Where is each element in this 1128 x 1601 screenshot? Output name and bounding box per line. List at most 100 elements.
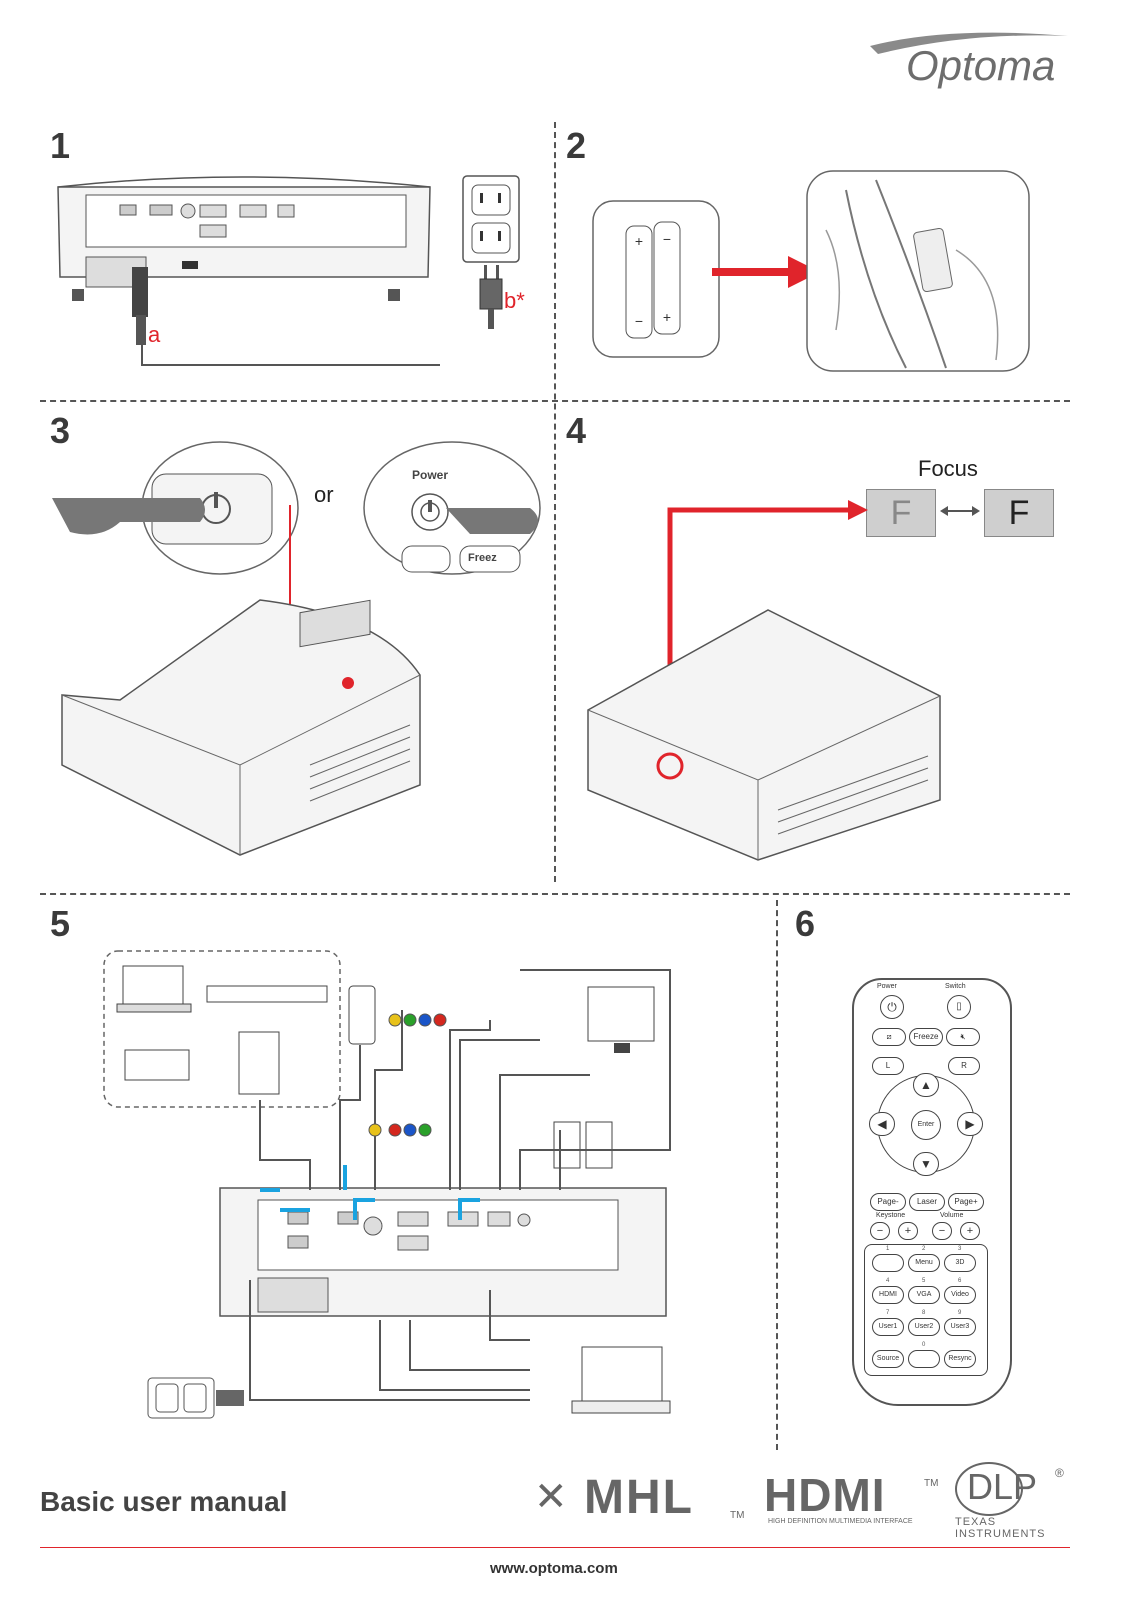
mute-icon: 🔇︎: [960, 1032, 966, 1041]
hdmi-logo: HDMI TM HIGH DEFINITION MULTIMEDIA INTER…: [764, 1469, 944, 1534]
remote-key-number: 8: [922, 1310, 926, 1316]
remote-freeze-button[interactable]: Freeze: [909, 1028, 943, 1046]
dlp-logo-text: DLP: [967, 1466, 1038, 1507]
divider-horizontal-2: [40, 893, 1070, 895]
dlp-logo: DLP ® TEXAS INSTRUMENTS: [955, 1462, 1075, 1540]
power-icon: ⏻: [887, 1000, 897, 1014]
divider-horizontal-1: [40, 400, 1070, 402]
remote-key-number: 9: [958, 1310, 962, 1316]
blank-screen-icon: ⧄: [886, 1032, 892, 1041]
divider-vertical-bottom: [776, 900, 778, 1450]
svg-text:+: +: [663, 309, 671, 325]
remote-keystone-minus[interactable]: −: [870, 1222, 890, 1240]
remote-key-user1[interactable]: User1: [872, 1318, 904, 1336]
laptop-device-icon: [571, 1346, 671, 1414]
remote-key-menu[interactable]: Menu: [908, 1254, 940, 1272]
remote-key-number: 4: [886, 1278, 890, 1284]
remote-key-resync[interactable]: Resync: [944, 1350, 976, 1368]
remote-mute-button[interactable]: 🔇︎: [946, 1028, 980, 1046]
projector-io-panel: [219, 1187, 667, 1317]
cable-label-a: a: [148, 322, 161, 347]
remote-power-button[interactable]: ⏻: [880, 995, 904, 1019]
source-devices-group: [103, 950, 341, 1108]
connection-cables: [249, 969, 671, 1401]
ti-text: TEXAS INSTRUMENTS: [955, 1516, 1046, 1540]
remote-left-button[interactable]: ◀: [869, 1112, 895, 1136]
arrow-right-icon: [712, 256, 820, 288]
mhl-logo-text: MHL: [584, 1471, 694, 1524]
remote-r-button[interactable]: R: [948, 1057, 980, 1075]
remote-l-button[interactable]: L: [872, 1057, 904, 1075]
remote-key-number: 2: [922, 1246, 926, 1252]
remote-page-minus-button[interactable]: Page-: [870, 1193, 906, 1211]
remote-key-0[interactable]: [908, 1350, 940, 1368]
focus-label: Focus: [918, 456, 978, 481]
power-outlet-step5-icon: [147, 1377, 244, 1419]
footer-divider: [40, 1547, 1070, 1548]
footer-url[interactable]: www.optoma.com: [490, 1560, 618, 1577]
manual-title: Basic user manual: [40, 1486, 288, 1517]
freeze-label: Freez: [468, 552, 497, 564]
remote-keystone-label: Keystone: [876, 1212, 906, 1219]
wall-outlet-illustration: [462, 175, 520, 263]
step-number-5: 5: [50, 903, 71, 944]
step-number-3: 3: [50, 410, 71, 451]
step-number-6: 6: [795, 903, 816, 944]
remote-key-number: 0: [922, 1342, 926, 1348]
remote-key-hdmi[interactable]: HDMI: [872, 1286, 904, 1304]
batteries-illustration: + − − +: [592, 200, 720, 358]
hdmi-subtitle: HIGH DEFINITION MULTIMEDIA INTERFACE: [768, 1518, 913, 1525]
remote-enter-button[interactable]: Enter: [911, 1110, 941, 1140]
remote-key-vga[interactable]: VGA: [908, 1286, 940, 1304]
remote-blank-button[interactable]: ⧄: [872, 1028, 906, 1046]
remote-key-user3[interactable]: User3: [944, 1318, 976, 1336]
remote-power-label: Power: [877, 983, 897, 990]
projector-rear-illustration: [57, 176, 440, 366]
remote-volume-minus[interactable]: −: [932, 1222, 952, 1240]
or-label: or: [314, 482, 334, 507]
remote-volume-plus[interactable]: +: [960, 1222, 980, 1240]
divider-vertical-top: [554, 122, 556, 882]
remote-key-1[interactable]: [872, 1254, 904, 1272]
svg-text:−: −: [635, 313, 643, 329]
remote-key-user2[interactable]: User2: [908, 1318, 940, 1336]
remote-switch-button[interactable]: ▯: [947, 995, 971, 1019]
remote-keypad-panel: [864, 1244, 988, 1376]
step-number-4: 4: [566, 410, 587, 451]
remote-up-button[interactable]: ▲: [913, 1073, 939, 1097]
hdmi-tm: TM: [924, 1478, 939, 1489]
remote-page-plus-button[interactable]: Page+: [948, 1193, 984, 1211]
phone-device-icon: [348, 985, 376, 1045]
projector-underside-illustration: [587, 500, 941, 861]
remote-key-3d[interactable]: 3D: [944, 1254, 976, 1272]
brand-swoosh-icon: [870, 32, 1068, 54]
focus-sharp-box: F: [984, 489, 1054, 537]
remote-key-video[interactable]: Video: [944, 1286, 976, 1304]
remote-key-source[interactable]: Source: [872, 1350, 904, 1368]
mhl-tm: TM: [730, 1510, 745, 1521]
mouse-icon: ▯: [956, 1001, 962, 1012]
remote-switch-label: Switch: [945, 983, 966, 990]
power-button-zoom-left: [52, 441, 299, 575]
arrow-down-icon: ▼: [920, 1157, 932, 1171]
remote-key-number: 5: [922, 1278, 926, 1284]
remote-right-button[interactable]: ▶: [957, 1112, 983, 1136]
dlp-oval: [955, 1462, 1023, 1516]
remote-laser-button[interactable]: Laser: [909, 1193, 945, 1211]
dlp-reg: ®: [1055, 1466, 1064, 1480]
remote-keystone-plus[interactable]: +: [898, 1222, 918, 1240]
monitor-device-icon: [587, 986, 655, 1053]
power-label: Power: [412, 468, 449, 482]
svg-text:+: +: [635, 233, 643, 249]
remote-key-number: 3: [958, 1246, 962, 1252]
brand-logo: Optoma: [868, 20, 1088, 90]
step-number-1: 1: [50, 125, 71, 166]
remote-key-number: 6: [958, 1278, 962, 1284]
hdmi-logo-text: HDMI: [764, 1469, 886, 1521]
double-arrow-icon: [940, 506, 980, 516]
remote-key-number: 1: [886, 1246, 890, 1252]
projector-top-illustration: [61, 505, 421, 856]
speakers-device-icon: [553, 1121, 613, 1169]
arrow-right-icon: ▶: [965, 1117, 975, 1131]
remote-down-button[interactable]: ▼: [913, 1152, 939, 1176]
